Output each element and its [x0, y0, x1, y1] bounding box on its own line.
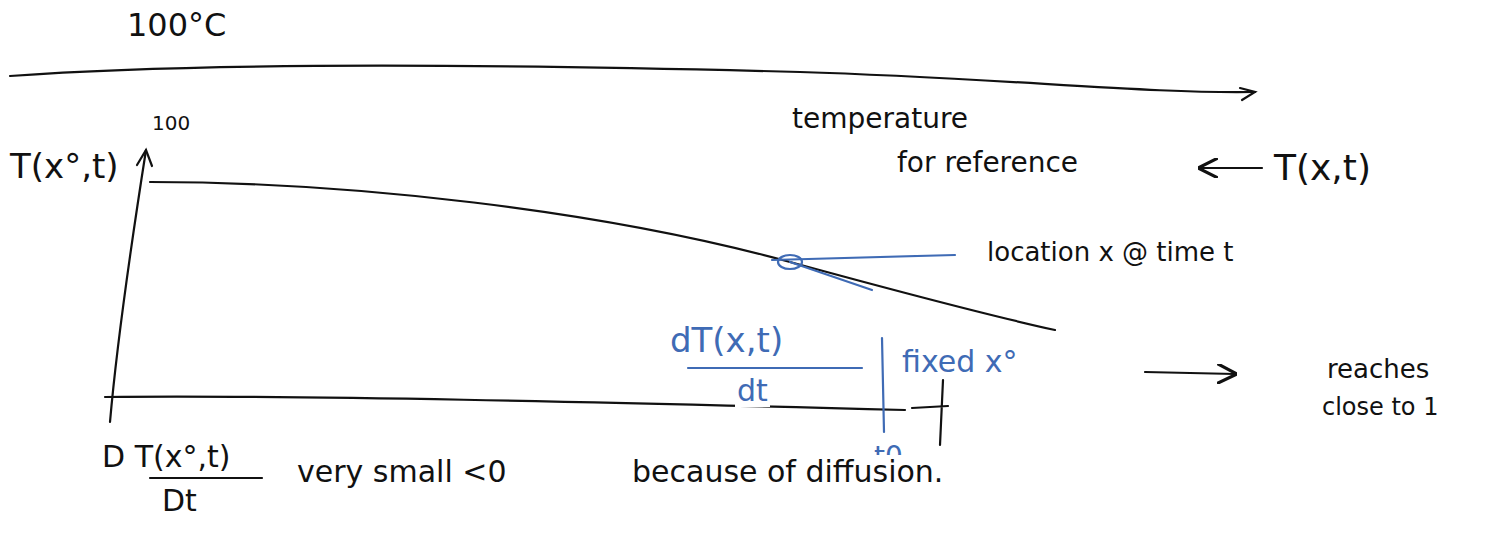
- time-tick: [912, 380, 948, 445]
- note-text: close to 1: [1320, 394, 1440, 420]
- note-text: for reference: [895, 148, 1080, 179]
- fraction-bar: [150, 477, 262, 479]
- axis-label: T(x°,t): [8, 148, 121, 185]
- trend-arrow: [1145, 372, 1235, 374]
- note-text: very small <0: [295, 455, 509, 488]
- reference-arrow: [1200, 167, 1262, 169]
- leader-line: [772, 255, 955, 260]
- note-text: temperature: [790, 104, 970, 135]
- tangent-line: [790, 262, 872, 290]
- derivative-numerator: dT(x,t): [668, 322, 785, 359]
- evaluation-bar: [882, 338, 884, 432]
- hot-boundary-line: [10, 66, 1255, 92]
- x-axis: [105, 397, 905, 410]
- note-text: because of diffusion.: [630, 455, 945, 488]
- note-text: location x @ time t: [985, 238, 1236, 267]
- boundary-arrowhead: [1240, 88, 1255, 100]
- temperature-curve: [150, 182, 1055, 330]
- y-axis-arrowhead: [137, 150, 152, 166]
- axis-value: 100: [150, 112, 192, 134]
- condition-label: fixed x°: [900, 345, 1020, 378]
- y-axis: [110, 150, 146, 422]
- derivative-denominator: dt: [735, 374, 770, 407]
- note-text: reaches: [1325, 355, 1431, 384]
- fraction-bar: [688, 367, 862, 369]
- material-derivative-numerator: D T(x°,t): [100, 440, 232, 473]
- function-label: T(x,t): [1272, 148, 1373, 188]
- heading-temperature: 100°C: [125, 8, 228, 43]
- material-derivative-denominator: Dt: [160, 484, 199, 517]
